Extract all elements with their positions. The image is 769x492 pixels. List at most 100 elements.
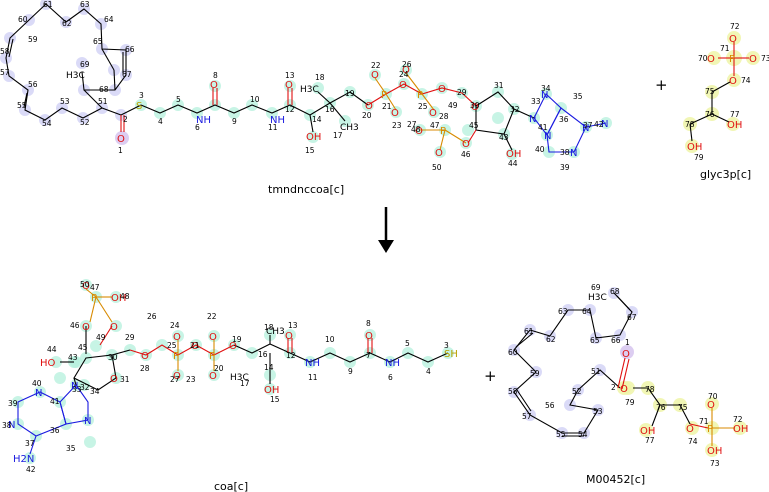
svg-text:O: O	[209, 332, 217, 343]
svg-text:62: 62	[62, 19, 72, 28]
svg-text:H2N: H2N	[13, 454, 34, 465]
svg-text:CH3: CH3	[340, 123, 359, 133]
svg-text:H3C: H3C	[300, 85, 319, 95]
svg-text:OH: OH	[306, 132, 321, 143]
svg-text:O: O	[371, 70, 379, 81]
svg-text:O: O	[365, 101, 373, 112]
svg-text:OH: OH	[640, 426, 655, 437]
svg-text:21: 21	[190, 341, 200, 350]
svg-text:OH: OH	[727, 120, 742, 131]
svg-text:3: 3	[139, 91, 144, 100]
svg-text:2: 2	[123, 115, 128, 124]
svg-text:20: 20	[362, 111, 372, 120]
svg-text:37: 37	[583, 121, 593, 130]
svg-text:44: 44	[508, 159, 518, 168]
svg-text:76: 76	[705, 110, 715, 119]
svg-text:41: 41	[538, 123, 548, 132]
svg-text:23: 23	[392, 121, 402, 130]
svg-text:O: O	[110, 322, 118, 333]
svg-text:78: 78	[685, 120, 695, 129]
svg-text:9: 9	[232, 117, 237, 126]
svg-text:67: 67	[122, 70, 132, 79]
svg-text:47: 47	[430, 121, 440, 130]
svg-text:27: 27	[170, 375, 180, 384]
svg-text:75: 75	[678, 403, 688, 412]
svg-text:P: P	[729, 54, 735, 65]
compound-label-m00452: M00452[c]	[586, 473, 646, 486]
svg-text:79: 79	[625, 398, 635, 407]
svg-text:NH: NH	[305, 358, 320, 369]
svg-text:14: 14	[264, 363, 274, 372]
svg-text:60: 60	[508, 348, 518, 357]
svg-text:75: 75	[705, 87, 715, 96]
svg-text:NH: NH	[196, 115, 211, 126]
svg-text:35: 35	[573, 92, 583, 101]
svg-text:S: S	[136, 101, 142, 112]
svg-text:H3C: H3C	[66, 71, 85, 81]
svg-text:53: 53	[60, 97, 70, 106]
svg-text:78: 78	[645, 385, 655, 394]
svg-text:20: 20	[214, 364, 224, 373]
plus-sign-bottom: +	[484, 367, 497, 385]
svg-text:O: O	[429, 108, 437, 119]
svg-text:38: 38	[2, 421, 12, 430]
svg-text:NH: NH	[385, 358, 400, 369]
svg-text:16: 16	[325, 105, 335, 114]
svg-text:24: 24	[170, 321, 180, 330]
svg-text:40: 40	[32, 379, 42, 388]
svg-text:O: O	[191, 341, 199, 352]
svg-text:O: O	[462, 139, 470, 150]
svg-text:5: 5	[405, 339, 410, 348]
svg-text:O: O	[402, 65, 410, 76]
svg-text:H3C: H3C	[588, 293, 607, 303]
svg-text:OH: OH	[111, 293, 126, 304]
svg-text:O: O	[117, 134, 125, 145]
svg-text:71: 71	[720, 44, 730, 53]
svg-text:30: 30	[470, 101, 480, 110]
svg-text:58: 58	[508, 387, 518, 396]
svg-text:33: 33	[531, 97, 541, 106]
svg-text:26: 26	[402, 60, 412, 69]
svg-text:46: 46	[70, 321, 80, 330]
structure-coa: O P OH O O HO O O P O O O P O O O CH3 H3…	[2, 279, 458, 474]
svg-text:11: 11	[308, 373, 318, 382]
svg-text:3: 3	[444, 341, 449, 350]
svg-text:52: 52	[80, 118, 90, 127]
svg-text:68: 68	[99, 85, 109, 94]
svg-text:O: O	[620, 384, 628, 395]
svg-text:26: 26	[147, 312, 157, 321]
svg-text:45: 45	[469, 121, 479, 130]
svg-text:O: O	[173, 332, 181, 343]
svg-text:64: 64	[104, 15, 114, 24]
svg-text:1: 1	[118, 146, 123, 155]
svg-text:16: 16	[258, 350, 268, 359]
svg-text:N: N	[529, 114, 536, 125]
svg-text:67: 67	[627, 313, 637, 322]
svg-text:54: 54	[578, 430, 588, 439]
svg-text:35: 35	[66, 444, 76, 453]
svg-text:43: 43	[499, 133, 509, 142]
svg-text:P: P	[173, 351, 179, 362]
svg-text:17: 17	[240, 379, 250, 388]
svg-text:O: O	[729, 34, 737, 45]
svg-text:33: 33	[72, 385, 82, 394]
svg-text:66: 66	[611, 336, 621, 345]
svg-text:77: 77	[730, 110, 740, 119]
svg-text:O: O	[707, 400, 715, 411]
svg-text:18: 18	[264, 323, 274, 332]
svg-text:43: 43	[68, 353, 78, 362]
svg-text:34: 34	[541, 84, 551, 93]
svg-text:22: 22	[207, 312, 217, 321]
svg-text:79: 79	[694, 153, 704, 162]
svg-text:28: 28	[439, 112, 449, 121]
svg-text:4: 4	[158, 117, 163, 126]
svg-text:49: 49	[96, 333, 106, 342]
svg-text:46: 46	[461, 150, 471, 159]
svg-text:13: 13	[288, 321, 298, 330]
svg-text:63: 63	[80, 0, 90, 9]
svg-text:65: 65	[590, 336, 600, 345]
svg-text:39: 39	[560, 163, 570, 172]
svg-text:24: 24	[399, 70, 409, 79]
